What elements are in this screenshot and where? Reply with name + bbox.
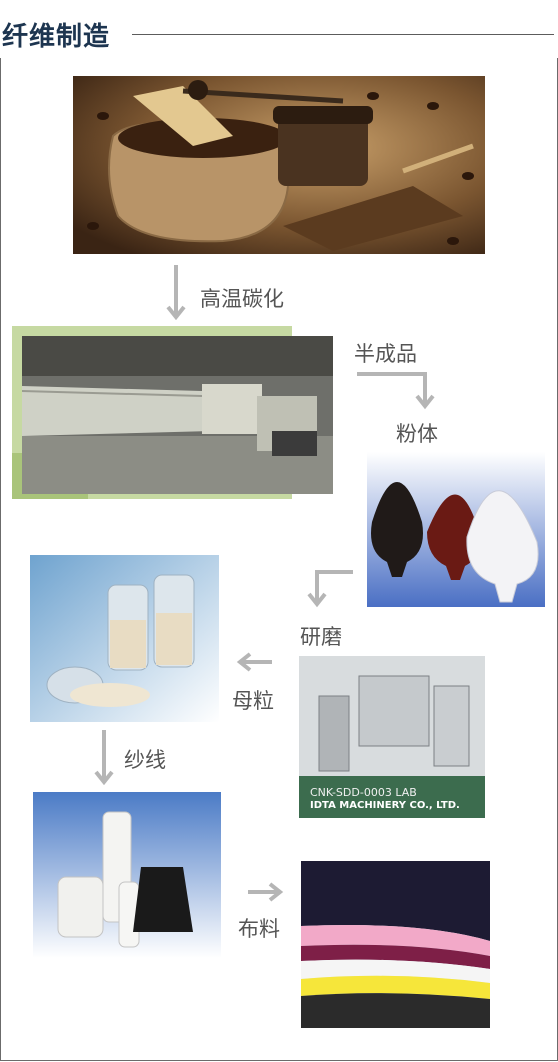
carbonization-factory-photo — [22, 336, 333, 494]
yarn-spools-photo — [33, 792, 221, 958]
machine-caption-line1: CNK-SDD-0003 LAB — [310, 786, 417, 799]
fabric-stack-photo — [301, 861, 490, 1028]
arrow-turn-down-icon — [357, 370, 437, 410]
powder-flasks-photo — [367, 452, 545, 607]
grinding-machine-photo — [299, 656, 485, 818]
arrow-down-icon — [94, 730, 114, 785]
step-masterbatch-label: 母粒 — [232, 689, 274, 713]
arrow-left-icon — [236, 652, 276, 672]
page-title: 纤维制造 — [2, 22, 111, 52]
arrow-right-icon — [244, 882, 284, 902]
step-powder-label: 粉体 — [396, 422, 438, 446]
masterbatch-jars-photo — [30, 555, 219, 722]
machine-caption-line2: IDTA MACHINERY CO., LTD. — [310, 800, 460, 811]
step-grinding-label: 研磨 — [300, 625, 342, 649]
arrow-down-icon — [166, 265, 186, 320]
step-carbonize-label: 高温碳化 — [200, 287, 284, 311]
step-fabric-label: 布料 — [238, 917, 280, 941]
step-yarn-label: 纱线 — [124, 748, 166, 772]
step-semi-finished-label: 半成品 — [354, 342, 417, 366]
title-rule — [132, 34, 554, 35]
arrow-turn-down-left-icon — [305, 568, 355, 608]
coffee-beans-photo — [73, 76, 485, 254]
